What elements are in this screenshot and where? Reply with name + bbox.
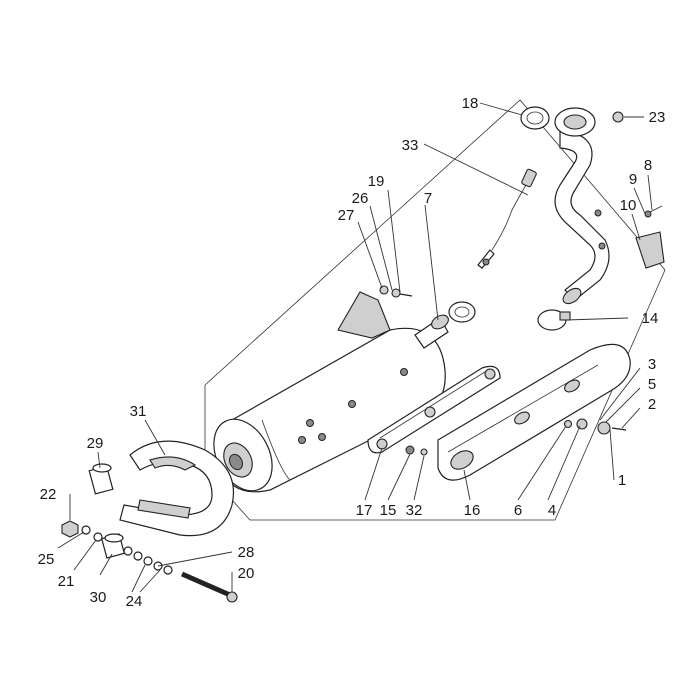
callout-7: 7 bbox=[424, 190, 432, 207]
callout-1: 1 bbox=[618, 472, 626, 489]
callout-26: 26 bbox=[352, 190, 369, 207]
part-8-bolt bbox=[644, 205, 663, 218]
callout-5: 5 bbox=[648, 376, 656, 393]
callout-30: 30 bbox=[90, 589, 107, 606]
callout-15: 15 bbox=[380, 502, 397, 519]
callout-3: 3 bbox=[648, 356, 656, 373]
part-14-clamp bbox=[537, 309, 571, 331]
callout-25: 25 bbox=[38, 551, 55, 568]
part-18-gasket bbox=[520, 106, 550, 130]
callout-20: 20 bbox=[238, 565, 255, 582]
callout-33: 33 bbox=[402, 137, 419, 154]
callout-19: 19 bbox=[368, 173, 385, 190]
callout-labels: 18 23 33 8 9 19 26 27 7 10 14 3 5 2 31 2… bbox=[38, 95, 666, 610]
callout-6: 6 bbox=[514, 502, 522, 519]
part-30-spacer-tube bbox=[100, 533, 126, 559]
callout-18: 18 bbox=[462, 95, 479, 112]
muffler-bracket bbox=[367, 365, 501, 454]
callout-9: 9 bbox=[629, 171, 637, 188]
heat-shield bbox=[437, 343, 631, 481]
callout-21: 21 bbox=[58, 573, 75, 590]
part-2-3-4-5-6-fasteners bbox=[563, 418, 627, 435]
callout-10: 10 bbox=[620, 197, 637, 214]
part-15-32-fasteners bbox=[405, 445, 428, 456]
callout-23: 23 bbox=[649, 109, 666, 126]
part-7-gasket-ring bbox=[448, 301, 476, 323]
callout-32: 32 bbox=[406, 502, 423, 519]
part-22-nut bbox=[61, 520, 79, 538]
callout-17: 17 bbox=[356, 502, 373, 519]
callout-14: 14 bbox=[642, 310, 659, 327]
callout-27: 27 bbox=[338, 207, 355, 224]
part-31-support-arm bbox=[119, 440, 235, 537]
callout-2: 2 bbox=[648, 396, 656, 413]
part-25-21-washers bbox=[81, 525, 103, 542]
part-29-spacer-tube bbox=[88, 463, 114, 495]
callout-24: 24 bbox=[126, 593, 143, 610]
part-23-nut bbox=[612, 111, 624, 123]
part-19-26-27-fasteners bbox=[379, 285, 413, 298]
muffler-body bbox=[213, 291, 449, 493]
part-20-long-bolt bbox=[180, 571, 238, 603]
callout-22: 22 bbox=[40, 486, 57, 503]
callout-4: 4 bbox=[548, 502, 556, 519]
part-10-bracket bbox=[635, 231, 665, 269]
part-24-28-washers bbox=[123, 546, 173, 575]
callout-28: 28 bbox=[238, 544, 255, 561]
header-pipe bbox=[554, 107, 610, 305]
callout-29: 29 bbox=[87, 435, 104, 452]
leader-lines bbox=[57, 102, 653, 593]
callout-8: 8 bbox=[644, 157, 652, 174]
part-33-lambda-sensor bbox=[477, 168, 537, 269]
callout-16: 16 bbox=[464, 502, 481, 519]
callout-31: 31 bbox=[130, 403, 147, 420]
